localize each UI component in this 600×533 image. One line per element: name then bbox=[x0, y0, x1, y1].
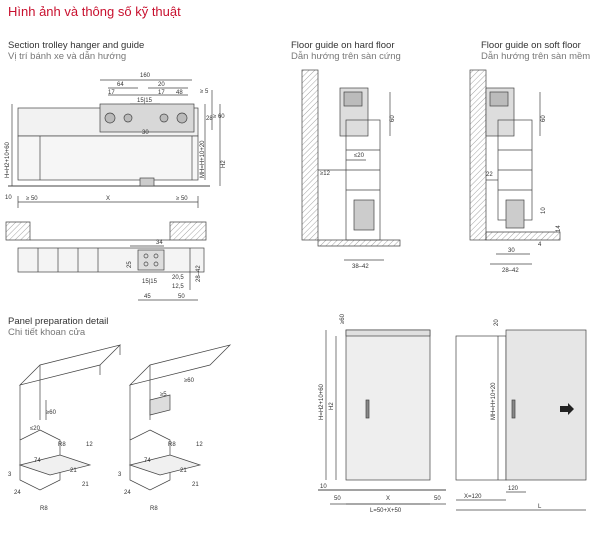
sf-dim-30: 30 bbox=[508, 248, 515, 254]
fv-dim-hh: H=H2+10+60 bbox=[319, 383, 325, 420]
fv-dim-50a: 50 bbox=[334, 496, 341, 502]
hf-dim-38-42: 38–42 bbox=[352, 264, 369, 270]
sv-dim-mh: MH=H+10+20 bbox=[491, 382, 497, 420]
pp-3b: 3 bbox=[118, 472, 122, 478]
sf-dim-4: 4 bbox=[538, 242, 542, 248]
panel-prep-drawing-2 bbox=[128, 344, 232, 491]
pp-21a: 21 bbox=[70, 468, 77, 474]
pp-dim-5: ≥5 bbox=[160, 392, 167, 398]
sf-dim-22: 22 bbox=[486, 172, 493, 178]
hf-dim-12: ≥12 bbox=[320, 171, 331, 177]
fv-dim-h2: H2 bbox=[329, 402, 335, 410]
dim-x: X bbox=[106, 196, 110, 202]
dim-64: 64 bbox=[117, 82, 124, 88]
sv-dim-120: 120 bbox=[508, 486, 519, 492]
fv-dim-60: ≥60 bbox=[340, 313, 346, 324]
pp-24b: 24 bbox=[124, 490, 131, 496]
sv-dim-20: 20 bbox=[494, 319, 500, 326]
dim-ge5: ≥ 5 bbox=[200, 89, 209, 95]
panel-prep-title: Panel preparation detail bbox=[8, 316, 109, 327]
pp-21c: 21 bbox=[180, 468, 187, 474]
soft-floor-drawing bbox=[469, 69, 561, 265]
dim-28: 28 bbox=[206, 116, 213, 122]
sf-dim-14: 14 bbox=[556, 225, 562, 232]
dim-12-5: 12,5 bbox=[172, 284, 184, 290]
pp-r8d: R8 bbox=[150, 506, 158, 512]
dim-28-42: 28–42 bbox=[196, 265, 202, 282]
dim-ge50a: ≥ 50 bbox=[26, 196, 38, 202]
pp-3a: 3 bbox=[8, 472, 12, 478]
fv-dim-l: L=50+X+50 bbox=[370, 508, 402, 514]
dim-15-15: 15|15 bbox=[137, 98, 153, 104]
front-view-hard-drawing bbox=[318, 329, 446, 505]
page-header: Hình ảnh và thông số kỹ thuật bbox=[8, 4, 181, 19]
dim-20-5: 20,5 bbox=[172, 275, 184, 281]
dim-34: 34 bbox=[156, 240, 163, 246]
soft-floor-title: Floor guide on soft floor bbox=[481, 40, 581, 51]
dim-h2: H2 bbox=[221, 160, 227, 168]
hf-dim-20: ≤20 bbox=[354, 153, 365, 159]
pp-dim-60a: ≥60 bbox=[46, 410, 57, 416]
pp-24a: 24 bbox=[14, 490, 21, 496]
dim-45: 45 bbox=[144, 294, 151, 300]
soft-floor-subtitle: Dẫn hướng trên sàn mềm bbox=[481, 51, 591, 62]
section-title: Section trolley hanger and guide bbox=[8, 40, 145, 51]
pp-dim-60b: ≥60 bbox=[184, 378, 195, 384]
fv-dim-50b: 50 bbox=[434, 496, 441, 502]
pp-12b: 12 bbox=[196, 442, 203, 448]
pp-r8a: R8 bbox=[58, 442, 66, 448]
dim-25: 25 bbox=[127, 261, 133, 268]
dim-ge50b: ≥ 50 bbox=[176, 196, 188, 202]
sv-dim-x: X=120 bbox=[464, 494, 482, 500]
dim-hh: H=H2+10+60 bbox=[5, 141, 11, 178]
dim-10: 10 bbox=[5, 195, 12, 201]
hf-dim-60: 60 bbox=[390, 115, 396, 122]
section-subtitle: Vị trí bánh xe và dẫn hướng bbox=[8, 51, 127, 62]
section-trolley-drawing bbox=[8, 79, 221, 208]
fv-dim-10: 10 bbox=[320, 484, 327, 490]
pp-dim-20a: ≤20 bbox=[30, 426, 41, 432]
pp-12a: 12 bbox=[86, 442, 93, 448]
dim-20: 20 bbox=[158, 82, 165, 88]
panel-prep-subtitle: Chi tiết khoan cửa bbox=[8, 327, 86, 338]
sf-dim-28-42: 28–42 bbox=[502, 268, 519, 274]
dim-50: 50 bbox=[178, 294, 185, 300]
dim-17b: 17 bbox=[158, 90, 165, 96]
panel-prep-drawing-1 bbox=[18, 344, 122, 491]
hard-floor-subtitle: Dẫn hướng trên sàn cứng bbox=[291, 51, 401, 62]
sf-dim-10: 10 bbox=[541, 207, 547, 214]
dim-ge60: ≥ 60 bbox=[213, 114, 225, 120]
hard-floor-drawing bbox=[301, 69, 401, 261]
dim-48: 48 bbox=[176, 90, 183, 96]
pp-21d: 21 bbox=[192, 482, 199, 488]
sv-dim-l: L bbox=[538, 504, 542, 510]
plan-view-drawing bbox=[5, 221, 207, 301]
dim-30: 30 bbox=[142, 130, 149, 136]
fv-dim-x: X bbox=[386, 496, 390, 502]
pp-21b: 21 bbox=[82, 482, 89, 488]
dim-160: 160 bbox=[140, 73, 151, 79]
pp-74a: 74 bbox=[34, 458, 41, 464]
hard-floor-title: Floor guide on hard floor bbox=[291, 40, 395, 51]
pp-74b: 74 bbox=[144, 458, 151, 464]
dim-mh: MH=H+10+20 bbox=[200, 140, 206, 178]
front-view-soft-drawing bbox=[455, 329, 587, 511]
pp-r8c: R8 bbox=[168, 442, 176, 448]
dim-17a: 17 bbox=[108, 90, 115, 96]
pp-r8b: R8 bbox=[40, 506, 48, 512]
sf-dim-60: 60 bbox=[541, 115, 547, 122]
dim-15-15b: 15|15 bbox=[142, 279, 158, 285]
